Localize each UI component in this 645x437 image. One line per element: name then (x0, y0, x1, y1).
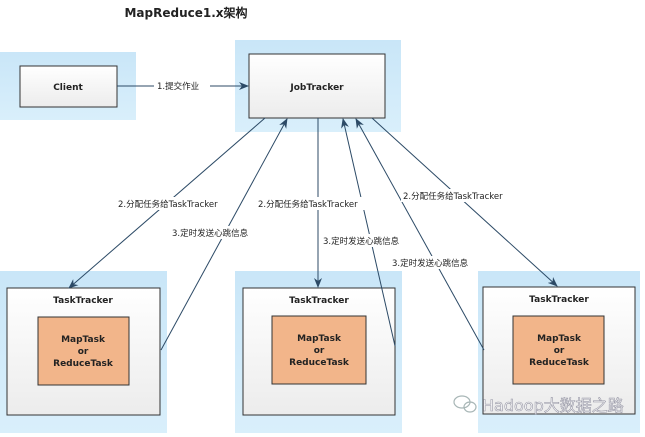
assign-label-2: 2.分配任务给TaskTracker (258, 199, 358, 210)
heartbeat-label-2: 3.定时发送心跳信息 (323, 236, 400, 247)
jobtracker-node: JobTracker (235, 40, 401, 132)
watermark-text: Hadoop大数据之路 (482, 396, 624, 415)
task-box (271, 315, 367, 385)
task-line2: or (78, 347, 89, 357)
tasktracker-node-2: TaskTracker MapTask or ReduceTask (235, 271, 402, 433)
task-line2: or (314, 346, 325, 356)
task-line3: ReduceTask (289, 358, 350, 368)
submit-label: 1.提交作业 (157, 81, 199, 92)
heartbeat-label-1: 3.定时发送心跳信息 (172, 228, 249, 239)
tasktracker-node-1: TaskTracker MapTask or ReduceTask (0, 271, 167, 433)
tasktracker-node-3: TaskTracker MapTask or ReduceTask (478, 271, 640, 433)
assign-label-3: 2.分配任务给TaskTracker (403, 191, 503, 202)
tasktracker-label: TaskTracker (53, 296, 113, 306)
jobtracker-label: JobTracker (289, 83, 344, 93)
task-line1: MapTask (61, 335, 106, 345)
assign-label-1: 2.分配任务给TaskTracker (118, 199, 218, 210)
client-node: Client (0, 52, 136, 120)
client-label: Client (53, 83, 83, 93)
wechat-icon (453, 395, 477, 413)
task-box (512, 315, 605, 385)
task-line3: ReduceTask (529, 358, 590, 368)
task-line1: MapTask (297, 334, 342, 344)
heartbeat-arrow-2 (341, 118, 396, 347)
task-box (37, 316, 130, 386)
tasktracker-label: TaskTracker (289, 296, 349, 306)
diagram-title: MapReduce1.x架构 (124, 5, 247, 20)
heartbeat-label-3: 3.定时发送心跳信息 (392, 258, 469, 269)
watermark: Hadoop大数据之路 (453, 395, 624, 415)
task-line2: or (554, 346, 565, 356)
task-line1: MapTask (537, 334, 582, 344)
tasktracker-label: TaskTracker (529, 295, 589, 305)
task-line3: ReduceTask (53, 359, 114, 369)
heartbeat-arrow-3 (355, 118, 485, 351)
